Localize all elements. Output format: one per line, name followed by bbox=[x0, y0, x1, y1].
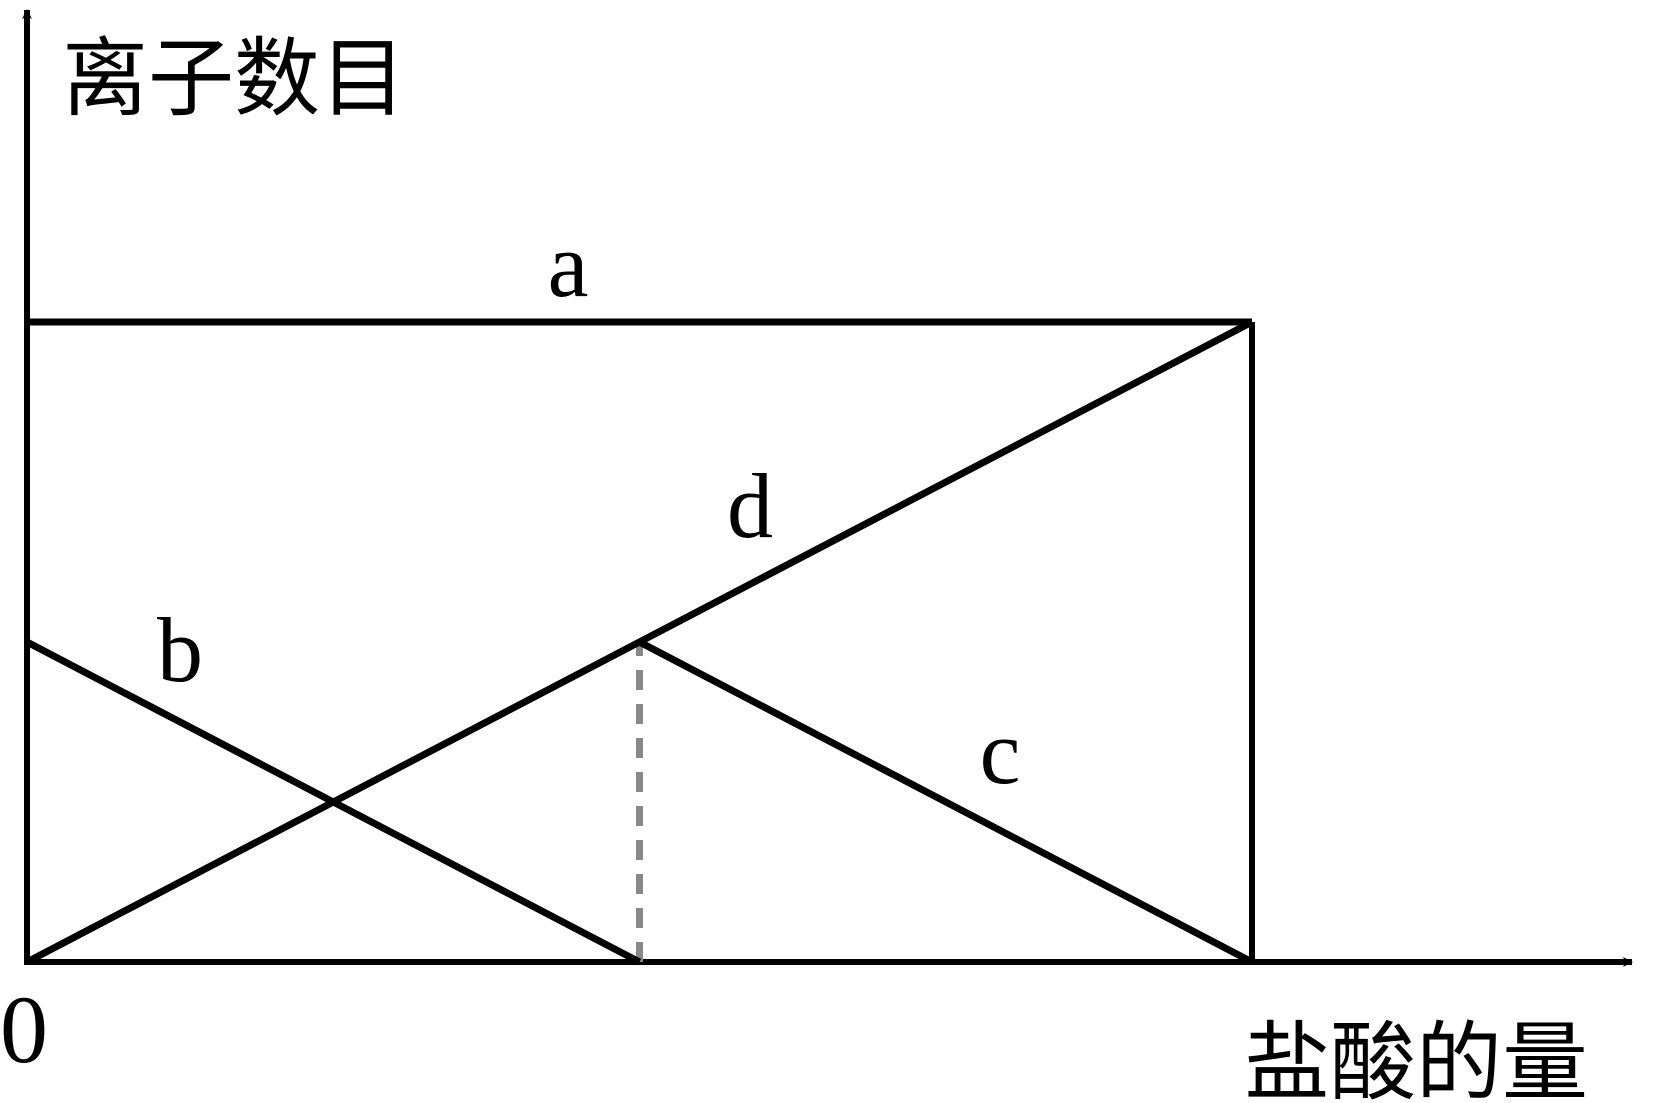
series-line-c bbox=[637, 638, 1254, 966]
series-lines bbox=[25, 318, 1254, 966]
series-label-d: d bbox=[727, 455, 773, 557]
series-line-d bbox=[25, 318, 1254, 966]
series-label-b: b bbox=[157, 599, 203, 701]
origin-label: 0 bbox=[0, 976, 48, 1083]
x-axis-label: 盐酸的量 bbox=[1244, 1013, 1588, 1103]
y-axis-label: 离子数目 bbox=[62, 29, 406, 129]
series-label-c: c bbox=[980, 701, 1021, 803]
series-label-a: a bbox=[548, 214, 589, 316]
